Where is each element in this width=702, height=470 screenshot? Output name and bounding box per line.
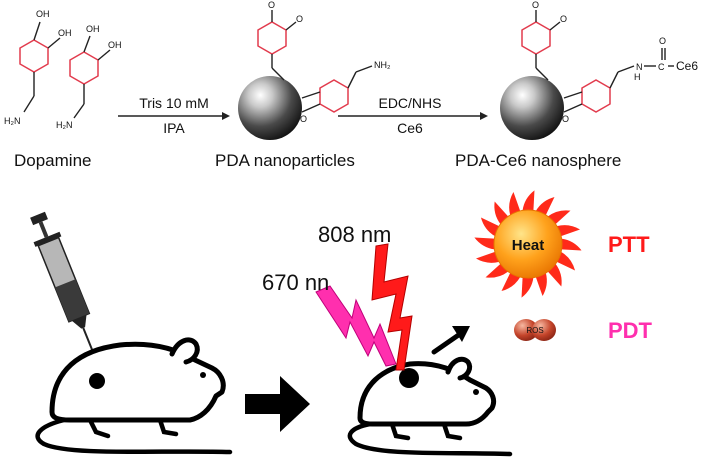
step2-reagent: EDC/NHS (378, 95, 441, 111)
hydroxyl-label: OH (36, 9, 50, 19)
dopamine-molecule-1: OH OH H₂N (4, 9, 72, 126)
sun-ray (494, 201, 509, 225)
step2-dye: Ce6 (397, 120, 423, 136)
sun-ray (556, 251, 576, 271)
svg-text:O: O (296, 14, 303, 24)
sun-ray (501, 272, 521, 292)
sun-ray (561, 238, 582, 251)
ptt-label: PTT (608, 232, 650, 257)
hydroxyl-label: OH (58, 28, 72, 38)
sun-ray (535, 272, 547, 297)
pda-caption: PDA nanoparticles (215, 151, 355, 170)
carbonyl-c-label: C (658, 62, 665, 72)
dopamine-caption: Dopamine (14, 151, 92, 170)
pda-ce6-caption: PDA-Ce6 nanosphere (455, 151, 621, 170)
lightning-bolt-icon-670 (315, 285, 397, 367)
laser-808-label: 808 nm (318, 222, 391, 247)
pda-sphere-icon (238, 76, 302, 140)
ce6-group-label: Ce6 (676, 59, 698, 73)
amine-label: H₂N (56, 120, 73, 130)
sun-ray (522, 190, 535, 211)
svg-text:O: O (300, 114, 307, 124)
syringe-icon (30, 211, 100, 368)
amide-n-label: N (636, 62, 643, 72)
arrow-icon-small (431, 326, 470, 355)
pda-nanoparticle: O O NH₂ O (238, 0, 391, 140)
svg-text:O: O (268, 0, 275, 10)
sun-ray (547, 210, 571, 225)
sun-ray (475, 251, 500, 263)
dopamine-molecule-2: OH OH H₂N (56, 24, 122, 130)
amine-label: H₂N (4, 116, 21, 126)
laser-670-label: 670 nn (262, 270, 329, 295)
svg-text:O: O (659, 36, 666, 46)
step1-solvent: IPA (163, 120, 185, 136)
svg-text:O: O (532, 0, 539, 10)
sun-icon: Heat (474, 190, 582, 298)
hydroxyl-label: OH (108, 40, 122, 50)
pdt-label: PDT (608, 318, 653, 343)
pda-amine-label: NH₂ (374, 60, 391, 70)
sun-ray (556, 225, 581, 237)
amide-h-label: H (634, 72, 641, 82)
pda-ce6-sphere-icon (500, 76, 564, 140)
pda-ce6-nanosphere: O O O N H C O Ce6 (500, 0, 698, 140)
sun-ray (521, 277, 534, 298)
sun-ray (535, 196, 555, 216)
mouse-icon-left (35, 337, 233, 455)
ros-sphere-icon: ROS (514, 319, 556, 341)
sun-ray (485, 263, 509, 278)
mouse-icon-right (347, 356, 513, 457)
svg-text:O: O (562, 114, 569, 124)
step1-reagent: Tris 10 mM (139, 95, 208, 111)
lightning-bolt-icon-808 (371, 243, 413, 371)
sun-ray (474, 237, 495, 250)
reaction-arrow-1: Tris 10 mM IPA (118, 95, 230, 136)
sun-ray (509, 191, 521, 216)
heat-label: Heat (512, 237, 545, 254)
hydroxyl-label: OH (86, 24, 100, 34)
reaction-arrow-2: EDC/NHS Ce6 (338, 95, 488, 136)
svg-text:O: O (560, 14, 567, 24)
sun-ray (480, 217, 500, 237)
ros-label: ROS (526, 326, 543, 335)
arrow-icon (245, 376, 310, 432)
sun-ray (547, 263, 562, 287)
